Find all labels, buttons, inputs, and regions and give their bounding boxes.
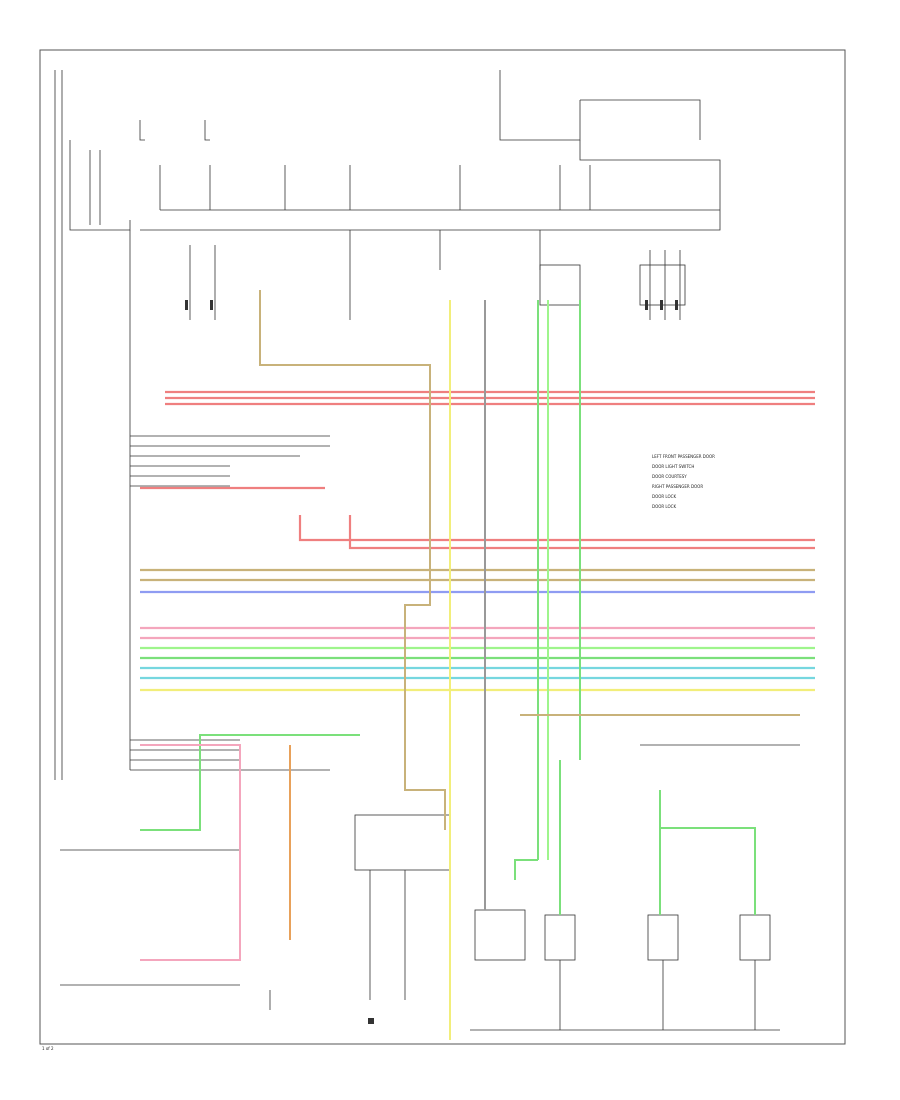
green-wire-rear-2 xyxy=(660,827,756,915)
top-fuse-block xyxy=(54,70,800,1031)
legend-item: DOOR COURTESY xyxy=(652,474,687,479)
legend-item: LEFT FRONT PASSENGER DOOR xyxy=(652,454,715,459)
switch-symbols xyxy=(185,300,678,1024)
green-wire-left xyxy=(140,734,360,831)
page-label: 1 of 2 xyxy=(42,1046,54,1051)
tan-wire-main xyxy=(259,290,446,830)
legend-item: DOOR LOCK xyxy=(652,494,676,499)
left-input-stubs xyxy=(130,435,330,487)
vertical-wires xyxy=(140,290,800,1040)
legend-item: DOOR LIGHT SWITCH xyxy=(652,464,694,469)
legend-item: DOOR LOCK xyxy=(652,504,676,509)
green-wire-5 xyxy=(514,859,538,880)
red-bus-4 xyxy=(298,515,815,542)
diagram-frame xyxy=(39,49,846,1045)
legend-block: LEFT FRONT PASSENGER DOOR DOOR LIGHT SWI… xyxy=(652,454,715,509)
red-bus-5 xyxy=(348,515,815,550)
legend-item: RIGHT PASSENGER DOOR xyxy=(652,484,703,489)
color-buses xyxy=(140,390,815,692)
pink-wire-left xyxy=(140,744,241,961)
